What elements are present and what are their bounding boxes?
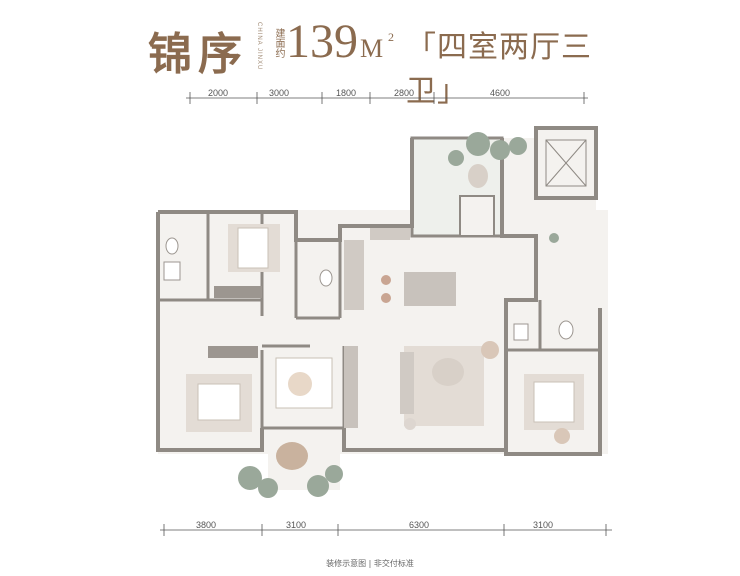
exterior-walls [156, 138, 602, 456]
study-furniture [275, 357, 333, 409]
dimension-top-3: 1800 [336, 88, 357, 98]
project-name: 锦序 [148, 29, 248, 80]
disclaimer-footer: 装修示意图 | 非交付标准 [326, 559, 414, 568]
dimension-top-2: 3000 [269, 88, 290, 98]
dimension-top-1: 2000 [208, 88, 229, 98]
dimension-bottom-4: 3100 [533, 520, 554, 530]
bathroom-furniture [163, 237, 574, 341]
dimension-top-4: 2800 [394, 88, 415, 98]
area-label: 建面约 [273, 28, 284, 58]
balcony-top [410, 136, 504, 238]
bedroom-1-furniture [214, 224, 280, 298]
dimension-bottom-2: 3100 [286, 520, 307, 530]
elevator-shaft [534, 126, 598, 200]
balcony-bottom-furniture [276, 164, 488, 470]
plants [238, 132, 559, 498]
title-block: 锦序 CHINA JINXU 建面约 139 M 2 「四室两厅三卫」 [138, 14, 608, 109]
dimension-bottom-1: 3800 [196, 520, 217, 530]
layout-type: 「四室两厅三卫」 [406, 30, 592, 109]
floor-area [158, 128, 608, 490]
area-unit: M [360, 34, 384, 63]
living-room-furniture [344, 341, 499, 430]
project-english-name: CHINA JINXU [256, 22, 262, 71]
dimension-top-5: 4600 [490, 88, 511, 98]
bedroom-2-furniture [186, 346, 258, 432]
area-unit-superscript: 2 [388, 30, 394, 44]
area-value: 139 [286, 15, 358, 68]
interior-walls [158, 212, 600, 454]
dining-kitchen-furniture [344, 228, 456, 310]
dimension-bottom-3: 6300 [409, 520, 430, 530]
bedroom-3-furniture [524, 374, 584, 444]
